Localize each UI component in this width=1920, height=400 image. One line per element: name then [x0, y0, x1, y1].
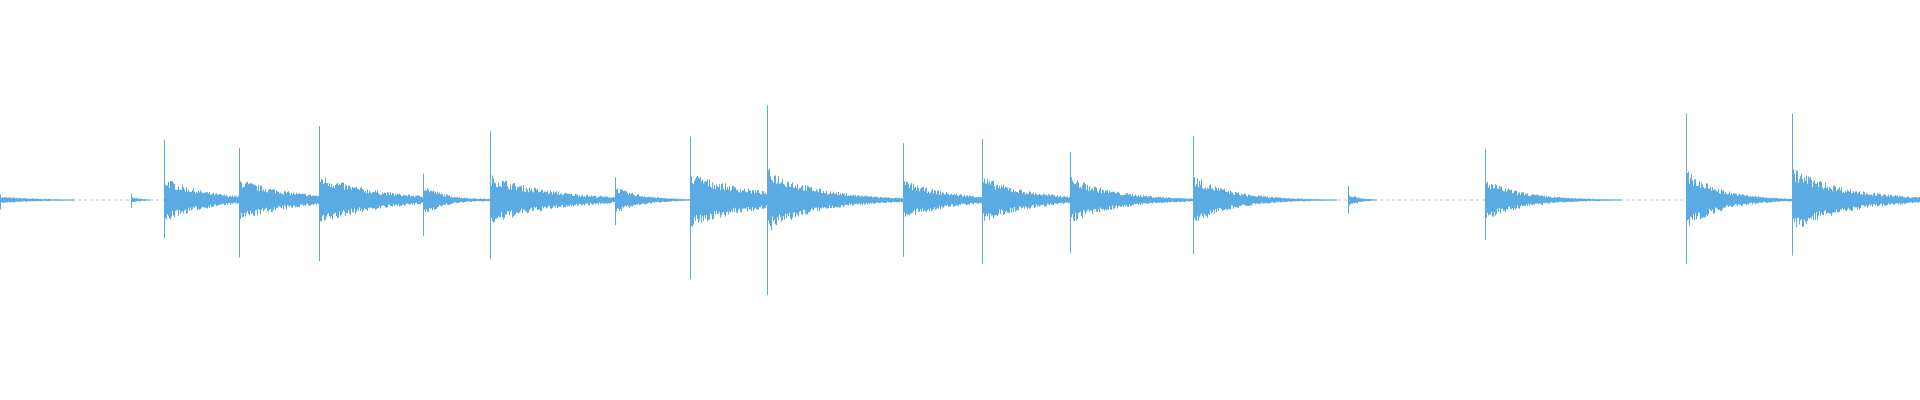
waveform-bars	[0, 105, 1920, 296]
